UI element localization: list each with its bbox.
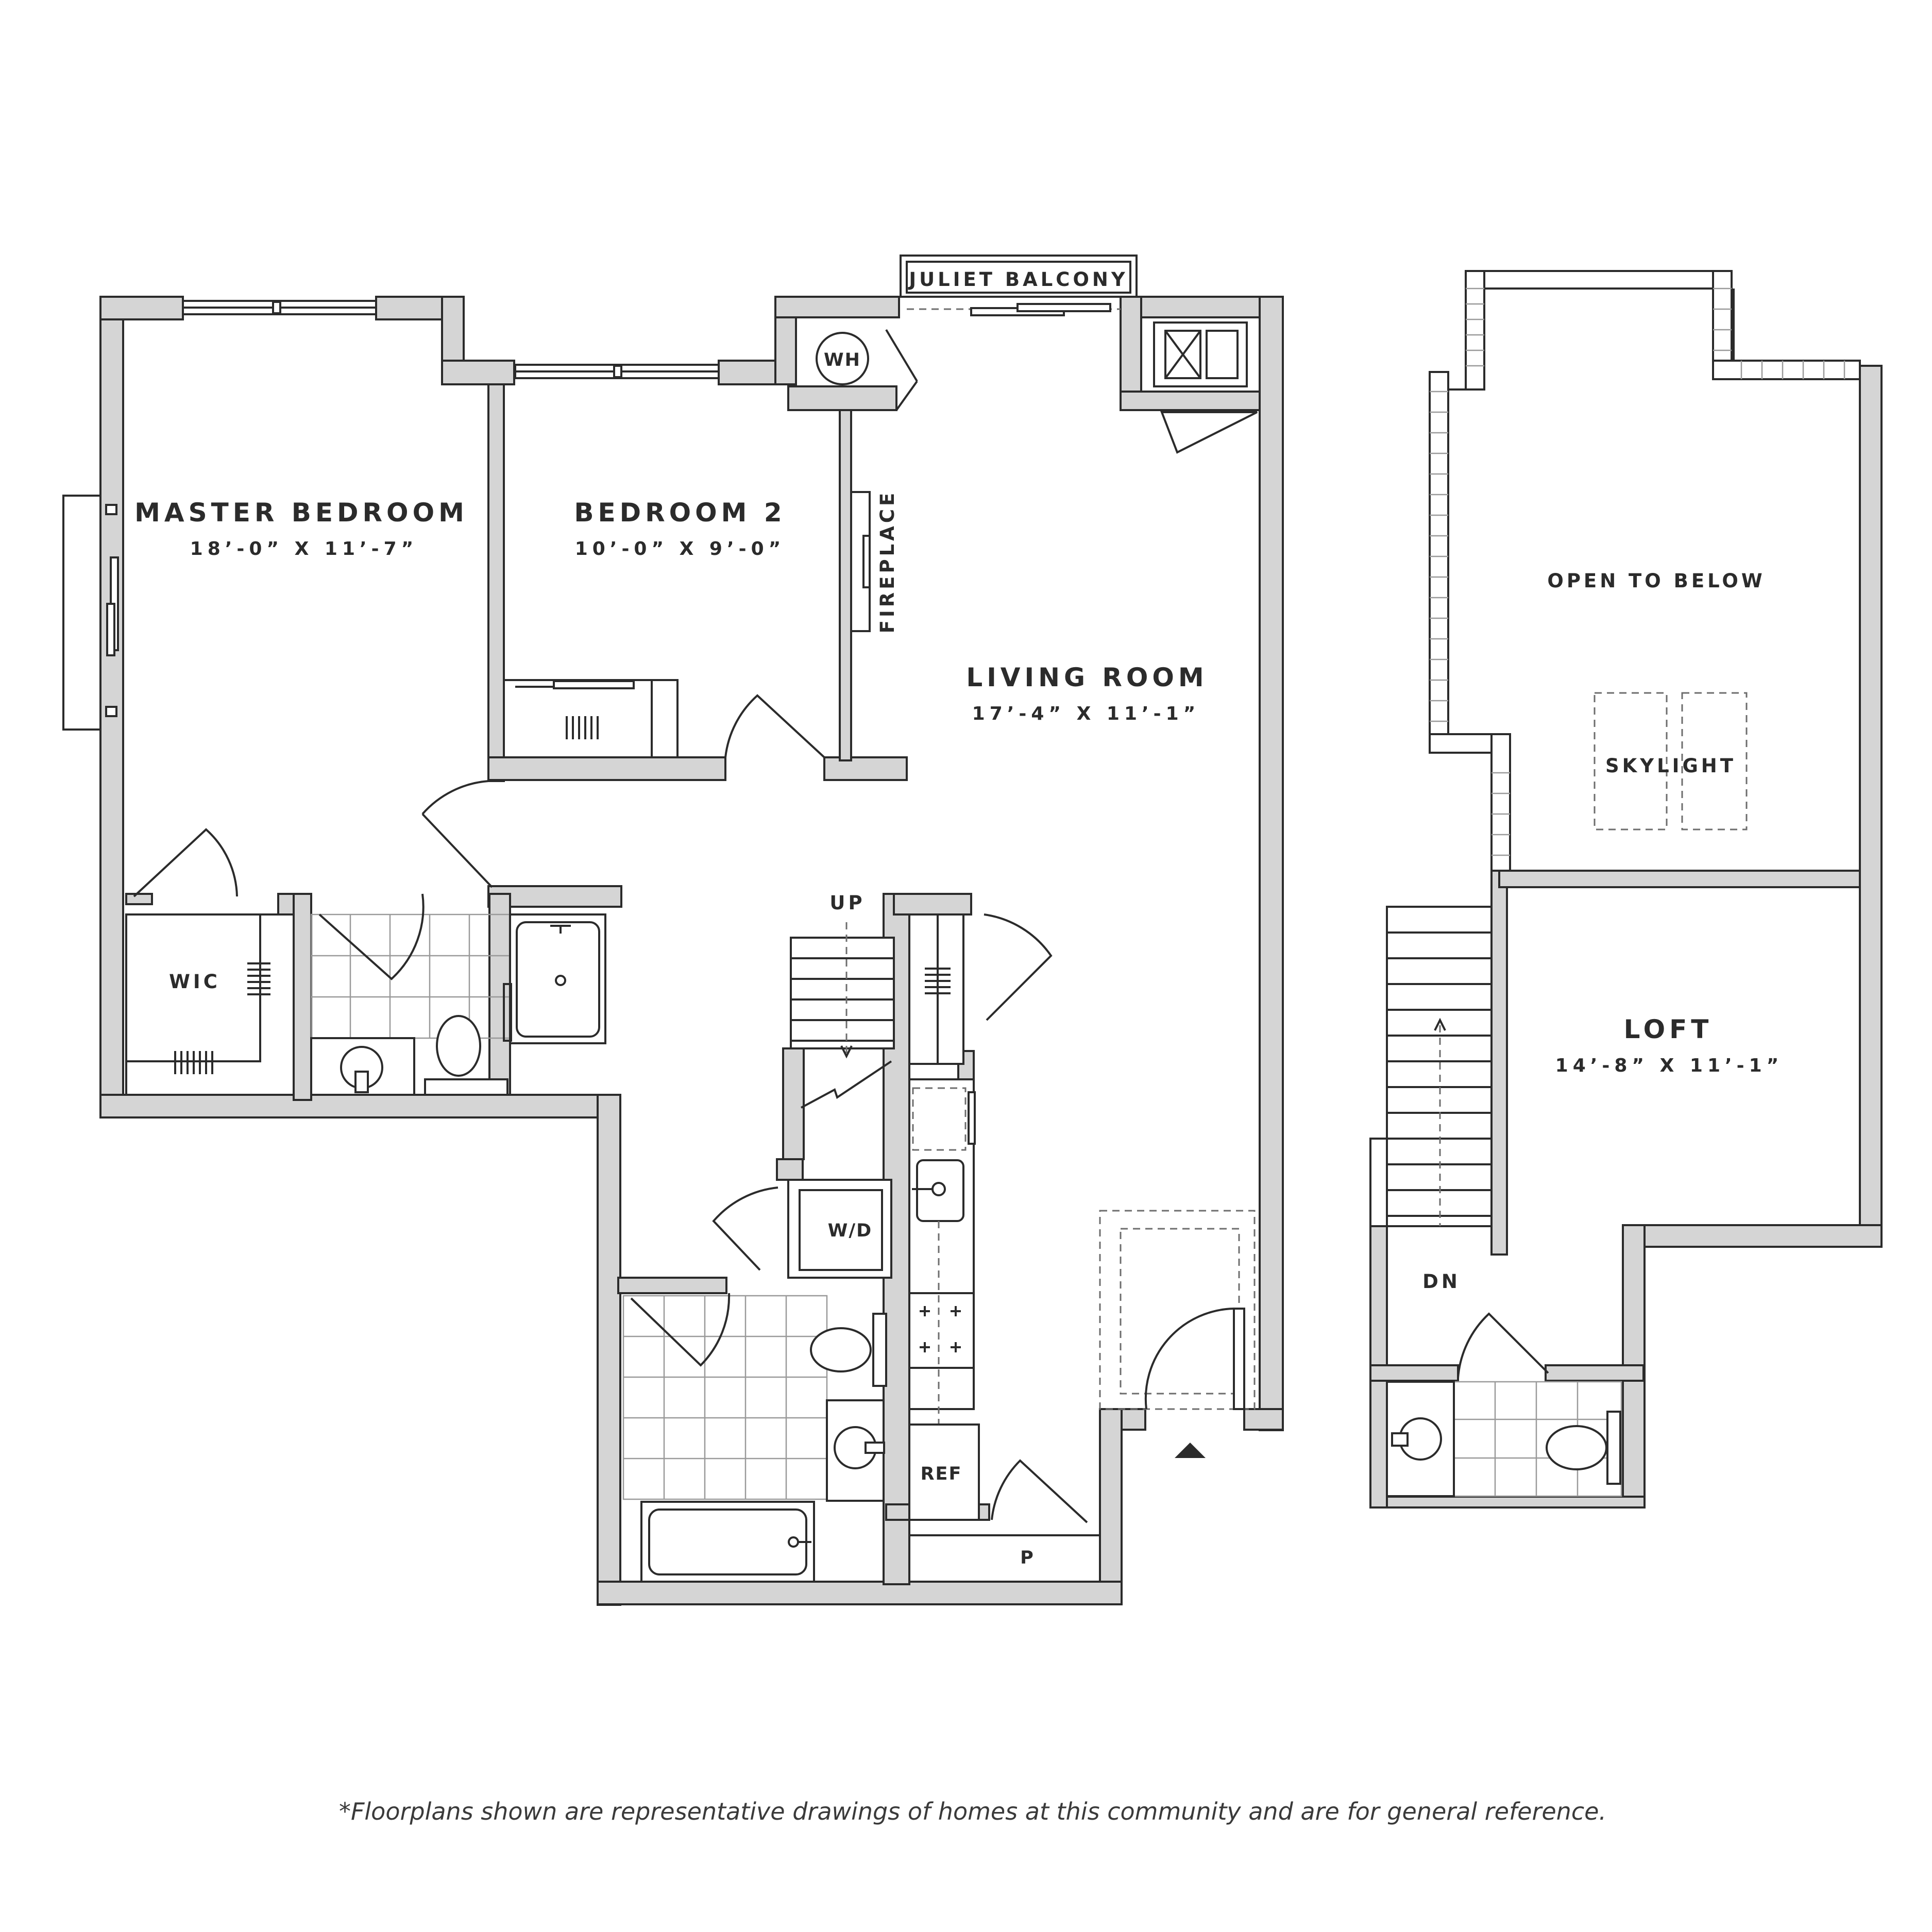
bedroom-2-name: BEDROOM 2 [574,498,786,528]
fixtures: WH FIREPLACE [125,321,1258,1583]
washer-dryer-label: W/D [828,1221,872,1241]
wic-label: WIC [169,971,221,993]
fireplace-label: FIREPLACE [876,490,899,634]
water-heater-icon [816,332,869,385]
skylight-label: SKYLIGHT [1605,755,1736,777]
entry-arrow-icon [1175,1443,1206,1458]
juliet-balcony: JULIET BALCONY [900,255,1138,316]
hangers [566,716,599,739]
railing-ticks [1430,287,1845,856]
loft-dims: 14’-8” X 11’-1” [1555,1055,1784,1076]
main-floor-walls [99,296,1284,1606]
water-heater-label: WH [824,350,861,370]
refrigerator-label: REF [921,1464,962,1484]
master-bedroom-name: MASTER BEDROOM [134,498,468,528]
skylight-icon [1594,692,1668,831]
main-floor-labels: MASTER BEDROOM 18’-0” X 11’-7” BEDROOM 2… [134,498,1208,724]
master-bedroom-dims: 18’-0” X 11’-7” [190,538,418,560]
living-room-dims: 17’-4” X 11’-1” [972,703,1200,724]
bedroom-2-dims: 10’-0” X 9’-0” [575,538,786,560]
living-room-name: LIVING ROOM [966,663,1208,692]
windows [62,300,720,731]
juliet-balcony-label: JULIET BALCONY [907,268,1128,291]
stairs-down-label: DN [1422,1270,1461,1293]
upper-floor: SKYLIGHT OPEN TO BELOW LOFT 14’-8” X 11’… [1369,270,1883,1509]
open-to-below-label: OPEN TO BELOW [1547,570,1765,592]
pantry-label: P [1020,1548,1035,1568]
stairs-up-label: UP [829,892,865,914]
disclaimer-text: *Floorplans shown are representative dra… [339,1798,1606,1825]
loft-name: LOFT [1624,1014,1713,1044]
